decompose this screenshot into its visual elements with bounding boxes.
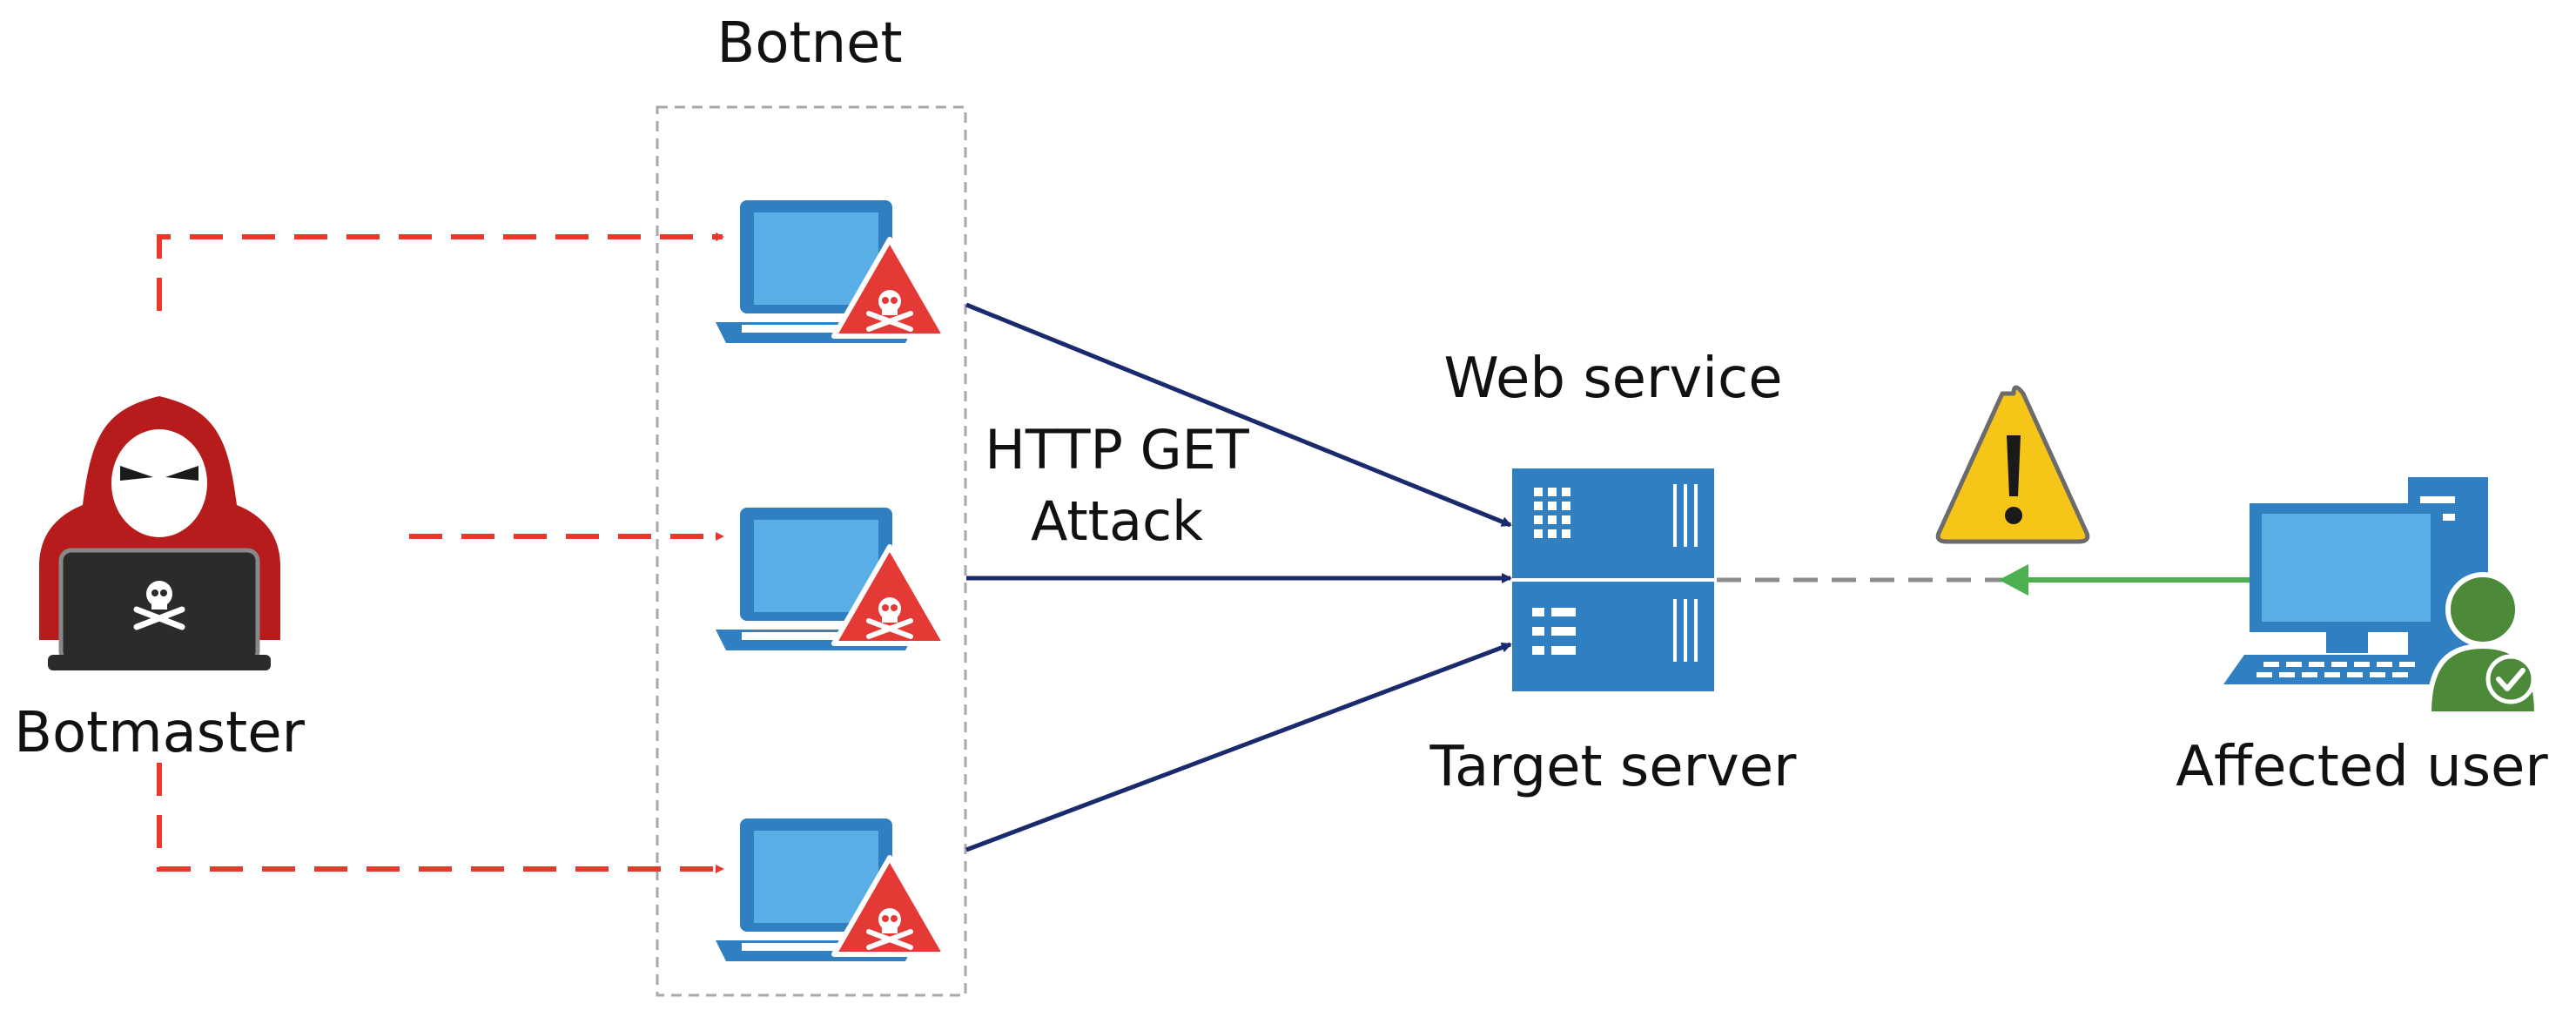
- attack-arrows: [965, 302, 1512, 852]
- attack-label-line1: HTTP GET: [985, 418, 1250, 482]
- hacker-icon: [39, 396, 280, 670]
- attack-arrow-top: [965, 302, 1512, 528]
- infected-laptop-icon-top: [716, 200, 945, 343]
- target-server-label: Target server: [1429, 735, 1798, 799]
- attack-arrow-bottom: [965, 642, 1512, 852]
- warning-icon: [1935, 385, 2090, 544]
- infected-laptop-icon-middle: [716, 508, 945, 650]
- botmaster-label: Botmaster: [14, 701, 306, 765]
- web-service-label: Web service: [1443, 347, 1782, 411]
- command-arrows: [157, 232, 724, 873]
- command-arrow-top: [157, 232, 724, 311]
- affected-user-label: Affected user: [2176, 735, 2548, 799]
- user-computer-icon: [2223, 477, 2540, 717]
- botnet-label: Botnet: [716, 11, 902, 76]
- user-request-arrowhead: [1999, 564, 2028, 596]
- server-icon: [1512, 468, 1714, 691]
- attack-label-line2: Attack: [1031, 489, 1203, 553]
- infected-laptop-icon-bottom: [716, 818, 945, 961]
- command-arrow-bottom: [157, 763, 724, 873]
- botnet-container: [656, 105, 967, 997]
